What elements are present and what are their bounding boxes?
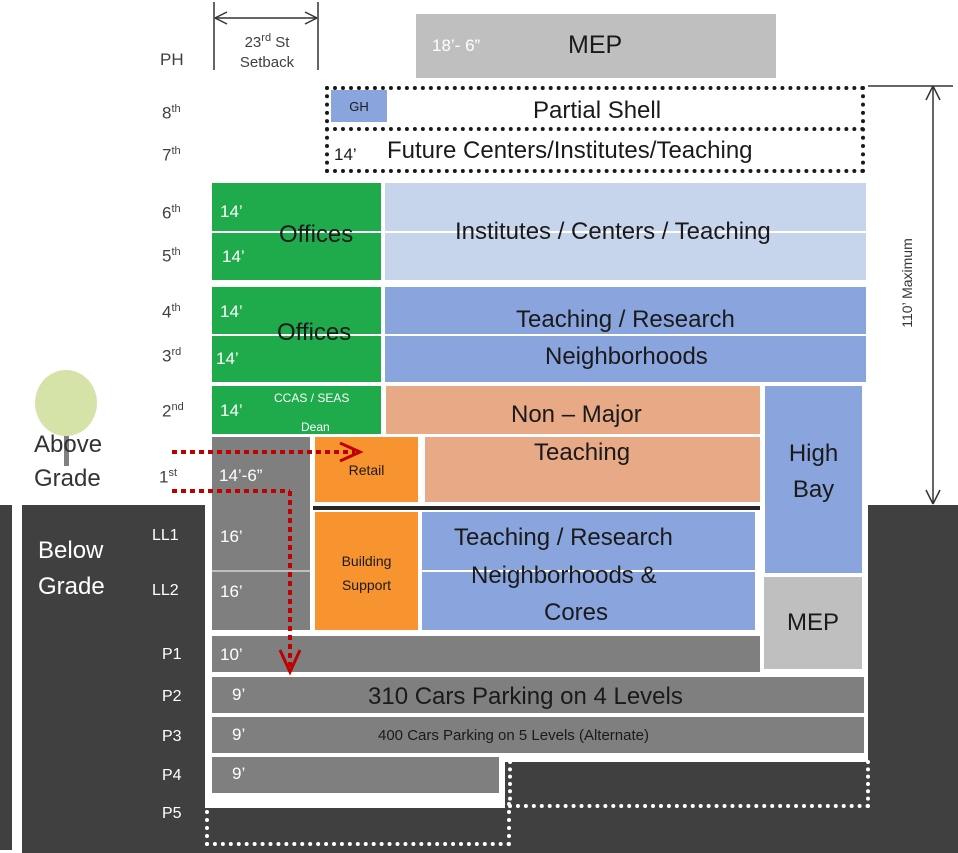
below-grade-line1: Below [38,537,104,564]
building-support-label: Building Support [315,548,418,598]
offices-lower-divider [212,334,381,336]
teaching-research-line1: Teaching / Research [516,306,735,333]
height-dimension [868,85,953,505]
partial-shell-divider [325,127,865,131]
level-label-p4: P4 [162,767,182,784]
teaching-research-divider [385,334,866,336]
building-support-line2: Support [341,577,392,593]
level-label-ll2: LL2 [152,582,179,599]
setback-label-line1: 23rd St [244,31,290,51]
ccas-line2: Dean [301,420,330,434]
offices-upper-divider [212,231,381,233]
ll1-height: 16’ [220,527,243,546]
offices-upper-height-6: 14’ [220,202,243,221]
above-grade-label: Above Grade [34,428,102,496]
level-label-4th: 4th [162,302,181,322]
ccas-line1: CCAS / SEAS [274,391,350,405]
setback-label: 23rd St Setback [214,26,320,74]
partial-shell-label: Partial Shell [533,97,662,124]
below-grade-line2: Grade [38,573,105,600]
level-label-2nd: 2nd [162,401,184,421]
level-label-1st: 1st [159,467,178,487]
non-major-line1: Non – Major [511,401,642,428]
offices-upper-label: Offices [279,221,354,248]
future-height: 14’ [334,145,357,164]
below-grade-label: Below Grade [38,533,105,605]
parking-p3 [212,717,864,753]
teaching-research-line2: Neighborhoods [545,343,708,370]
high-bay-line2: Bay [792,476,835,503]
level-label-p1: P1 [162,646,182,663]
parking-p1-height: 10’ [220,645,243,664]
ground-left [22,505,205,853]
access-arrows [172,441,364,676]
level-label-p2: P2 [162,688,182,705]
mep-lower-block: MEP [764,577,862,669]
setback-dimension [213,2,319,70]
first-floor-height: 14’-6” [219,466,263,485]
mep-penthouse-height: 18’- 6” [432,36,481,55]
tree-trunk [64,436,69,466]
parking-p4-height: 9’ [232,764,246,783]
ll2-height: 16’ [220,582,243,601]
alt-parking-outline-right [508,760,870,808]
building-support-block [315,512,418,630]
above-grade-line1: Above [34,431,103,458]
mep-penthouse-label: MEP [568,31,623,59]
level-label-3rd: 3rd [162,346,182,366]
high-bay-block [765,386,862,573]
non-major-upper [386,386,760,434]
offices-lower-label: Offices [277,319,352,346]
parking-main-label: 310 Cars Parking on 4 Levels [368,683,683,710]
level-label-ph: PH [160,50,184,69]
teaching-cores-divider [422,570,755,572]
above-grade-line2: Grade [34,465,101,492]
offices-lower-height-4: 14’ [220,302,243,321]
teaching-cores-line2: Neighborhoods & [471,562,657,589]
retail-block: Retail [315,437,418,502]
parking-p2 [212,677,864,713]
future-label: Future Centers/Institutes/Teaching [387,137,753,164]
institutes-label: Institutes / Centers / Teaching [455,218,771,245]
high-bay-line1: High [788,440,839,467]
teaching-cores-line3: Cores [544,599,609,626]
ground-right [868,505,958,853]
parking-alt-label: 400 Cars Parking on 5 Levels (Alternate) [378,727,649,744]
grade-line [313,506,760,510]
gray-core-block [212,437,310,630]
alt-parking-outline-p5 [205,802,511,846]
gray-core-divider [212,570,310,572]
teaching-cores-line1: Teaching / Research [454,524,673,551]
level-label-5th: 5th [162,246,181,266]
level-label-8th: 8th [162,103,181,123]
non-major-line2: Teaching [534,439,631,466]
high-bay-label: High Bay [765,432,862,512]
ground-under-p4 [505,762,868,808]
level-label-p5: P5 [162,805,182,822]
gh-box: GH [331,90,387,122]
building-support-line1: Building [341,553,392,569]
offices-upper-height-5: 14’ [222,247,245,266]
parking-p2-height: 9’ [232,685,246,704]
mep-penthouse [416,14,776,78]
ccas-height: 14’ [220,401,243,420]
parking-p3-height: 9’ [232,725,246,744]
parking-p1 [212,636,760,672]
parking-p4 [212,757,499,793]
institutes-divider [385,231,866,233]
level-label-7th: 7th [162,145,181,165]
ground-left-edge [0,505,12,850]
level-label-ll1: LL1 [152,527,179,544]
max-height-label: 110’ Maximum [899,238,915,328]
level-label-6th: 6th [162,203,181,223]
tree-icon [35,370,97,436]
ccas-dean-block [212,386,381,434]
non-major-lower [425,437,760,502]
offices-lower-height-3: 14’ [216,349,239,368]
setback-label-line2: Setback [239,53,295,71]
level-label-p3: P3 [162,728,182,745]
